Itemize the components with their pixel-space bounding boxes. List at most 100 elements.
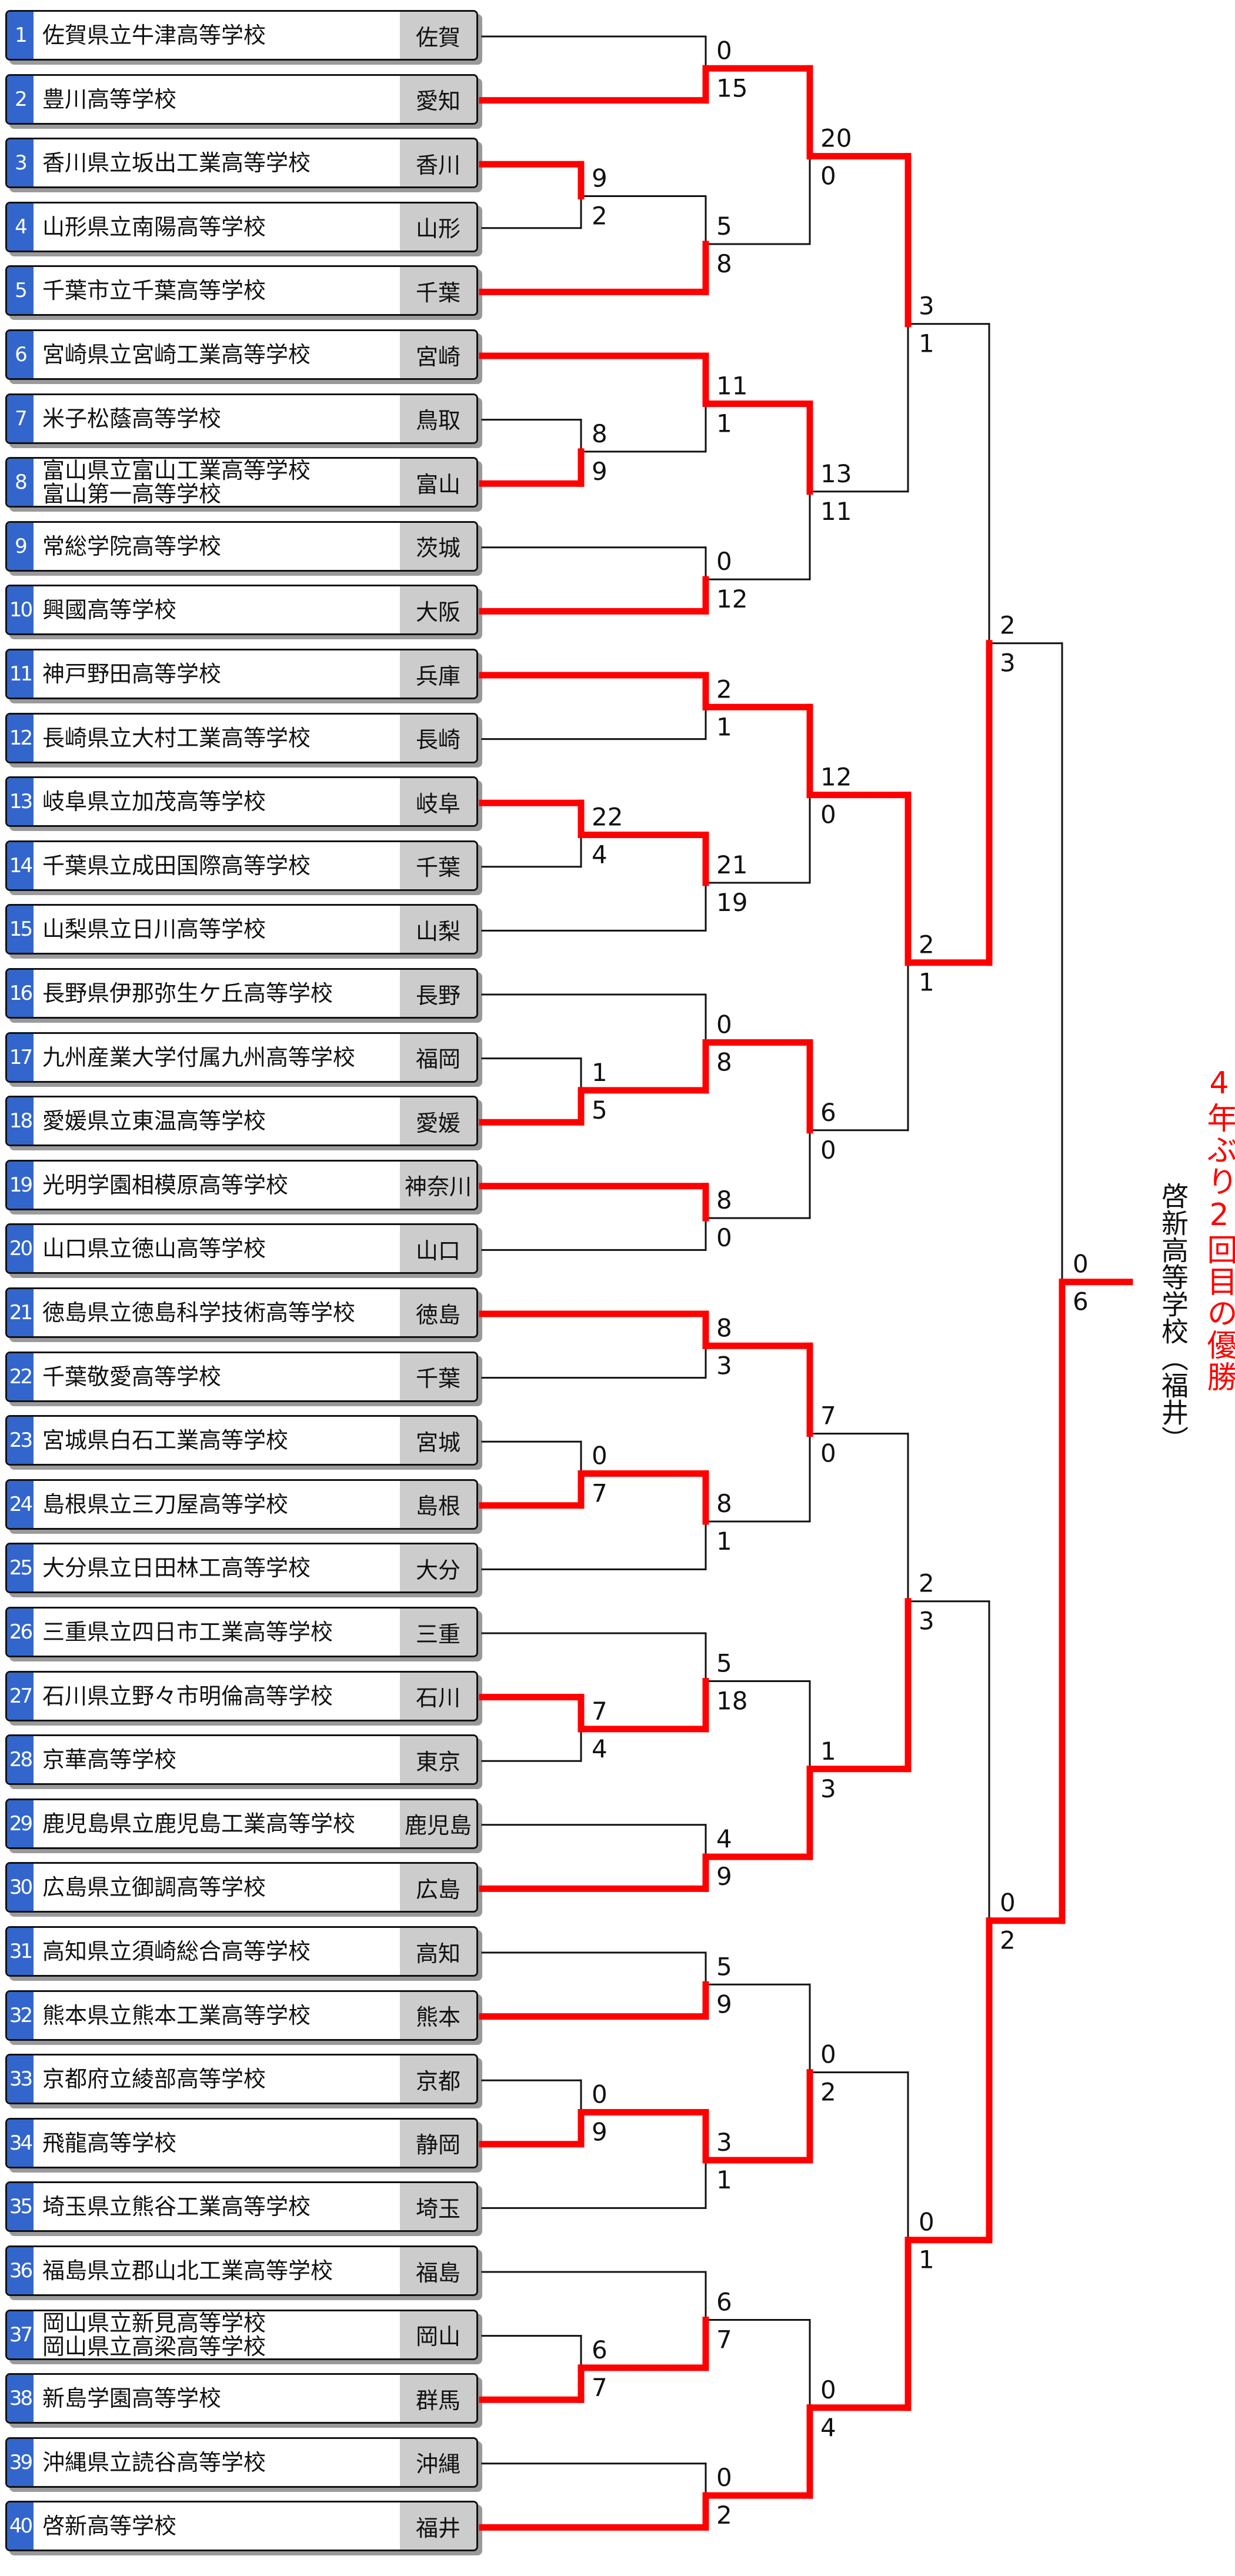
score-bottom: 2 <box>1000 1926 1016 1955</box>
team-name: 宮崎県立宮崎工業高等学校 <box>42 342 311 368</box>
score-top: 5 <box>716 1649 732 1677</box>
team-number: 12 <box>7 714 34 762</box>
score-top: 0 <box>716 547 732 576</box>
team-number: 16 <box>7 970 34 1017</box>
score-bottom: 9 <box>716 1990 732 2018</box>
champion-note: 4年ぶり2回目の優勝 <box>1201 1066 1235 1393</box>
score-bottom: 5 <box>592 1096 608 1125</box>
score-top: 1 <box>820 1737 836 1766</box>
team-name: 鹿児島県立鹿児島工業高等学校 <box>42 1810 356 1837</box>
team-name: 島根県立三刀屋高等学校 <box>42 1491 289 1517</box>
score-bottom: 0 <box>820 162 836 191</box>
score-bottom: 12 <box>716 585 747 613</box>
team-number: 18 <box>7 1097 34 1145</box>
team-number: 25 <box>7 1544 34 1592</box>
score-top: 0 <box>716 2463 732 2492</box>
score-top: 3 <box>919 292 934 321</box>
score-top: 8 <box>716 1313 732 1342</box>
team-prefecture: 島根 <box>400 1480 476 1528</box>
score-top: 9 <box>592 164 608 193</box>
score-top: 20 <box>820 124 852 153</box>
team-prefecture: 石川 <box>400 1672 476 1720</box>
team-number: 19 <box>7 1161 34 1209</box>
team-name: 佐賀県立牛津高等学校 <box>42 22 266 48</box>
score-bottom: 9 <box>716 1862 732 1891</box>
score-top: 0 <box>592 1442 608 1470</box>
team-prefecture: 福島 <box>400 2247 476 2294</box>
team-name: 山口県立徳山高等学校 <box>42 1236 266 1262</box>
team-number: 3 <box>7 139 34 187</box>
score-top: 8 <box>592 419 608 448</box>
score-bottom: 0 <box>820 1136 836 1164</box>
team-name: 長崎県立大村工業高等学校 <box>42 725 311 751</box>
score-top: 0 <box>1000 1888 1016 1917</box>
team-number: 5 <box>7 267 34 315</box>
score-bottom: 9 <box>592 2118 608 2147</box>
team-name: 新島学園高等学校 <box>42 2385 222 2412</box>
score-top: 12 <box>820 763 852 792</box>
team-prefecture: 大阪 <box>400 586 476 634</box>
team-name: 千葉市立千葉高等学校 <box>42 278 266 304</box>
team-number: 1 <box>7 12 34 59</box>
team-name: 福島県立郡山北工業高等学校 <box>42 2258 333 2284</box>
score-top: 0 <box>919 2208 934 2237</box>
team-number: 28 <box>7 1736 34 1784</box>
team-prefecture: 三重 <box>400 1609 476 1656</box>
team-number: 31 <box>7 1928 34 1975</box>
team-number: 14 <box>7 842 34 889</box>
score-top: 6 <box>820 1098 836 1127</box>
team-name: 徳島県立徳島科学技術高等学校 <box>42 1300 356 1326</box>
score-bottom: 1 <box>716 2165 732 2194</box>
team-prefecture: 岡山 <box>400 2311 476 2358</box>
team-prefecture: 山梨 <box>400 906 476 953</box>
team-prefecture: 群馬 <box>400 2375 476 2422</box>
score-bottom: 0 <box>716 1223 732 1252</box>
team-number: 39 <box>7 2438 34 2486</box>
score-bottom: 6 <box>1073 1287 1089 1316</box>
team-number: 23 <box>7 1417 34 1464</box>
team-name: 飛龍高等学校 <box>42 2130 177 2156</box>
team-prefecture: 山口 <box>400 1225 476 1273</box>
team-prefecture: 千葉 <box>400 1353 476 1400</box>
score-bottom: 0 <box>820 800 836 829</box>
team-number: 29 <box>7 1800 34 1847</box>
team-prefecture: 沖縄 <box>400 2438 476 2486</box>
team-number: 24 <box>7 1480 34 1528</box>
team-name: 熊本県立熊本工業高等学校 <box>42 2002 311 2028</box>
team-number: 4 <box>7 203 34 251</box>
team-name: 光明学園相模原高等学校 <box>42 1172 289 1198</box>
score-top: 0 <box>592 2080 608 2109</box>
score-bottom: 1 <box>919 329 934 358</box>
score-bottom: 0 <box>820 1439 836 1468</box>
score-bottom: 1 <box>919 2245 934 2274</box>
score-bottom: 11 <box>820 497 852 526</box>
team-name: 富山県立富山工業高等学校 富山第一高等学校 <box>42 458 311 508</box>
team-name: 山形県立南陽高等学校 <box>42 213 266 240</box>
score-bottom: 1 <box>919 968 934 997</box>
team-prefecture: 鳥取 <box>400 395 476 442</box>
score-bottom: 7 <box>716 2325 732 2354</box>
score-top: 0 <box>716 36 732 65</box>
team-prefecture: 熊本 <box>400 1991 476 2039</box>
team-prefecture: 埼玉 <box>400 2183 476 2231</box>
team-prefecture: 大分 <box>400 1544 476 1592</box>
team-prefecture: 福井 <box>400 2502 476 2550</box>
team-number: 9 <box>7 522 34 570</box>
score-top: 21 <box>716 850 747 879</box>
team-number: 26 <box>7 1609 34 1656</box>
